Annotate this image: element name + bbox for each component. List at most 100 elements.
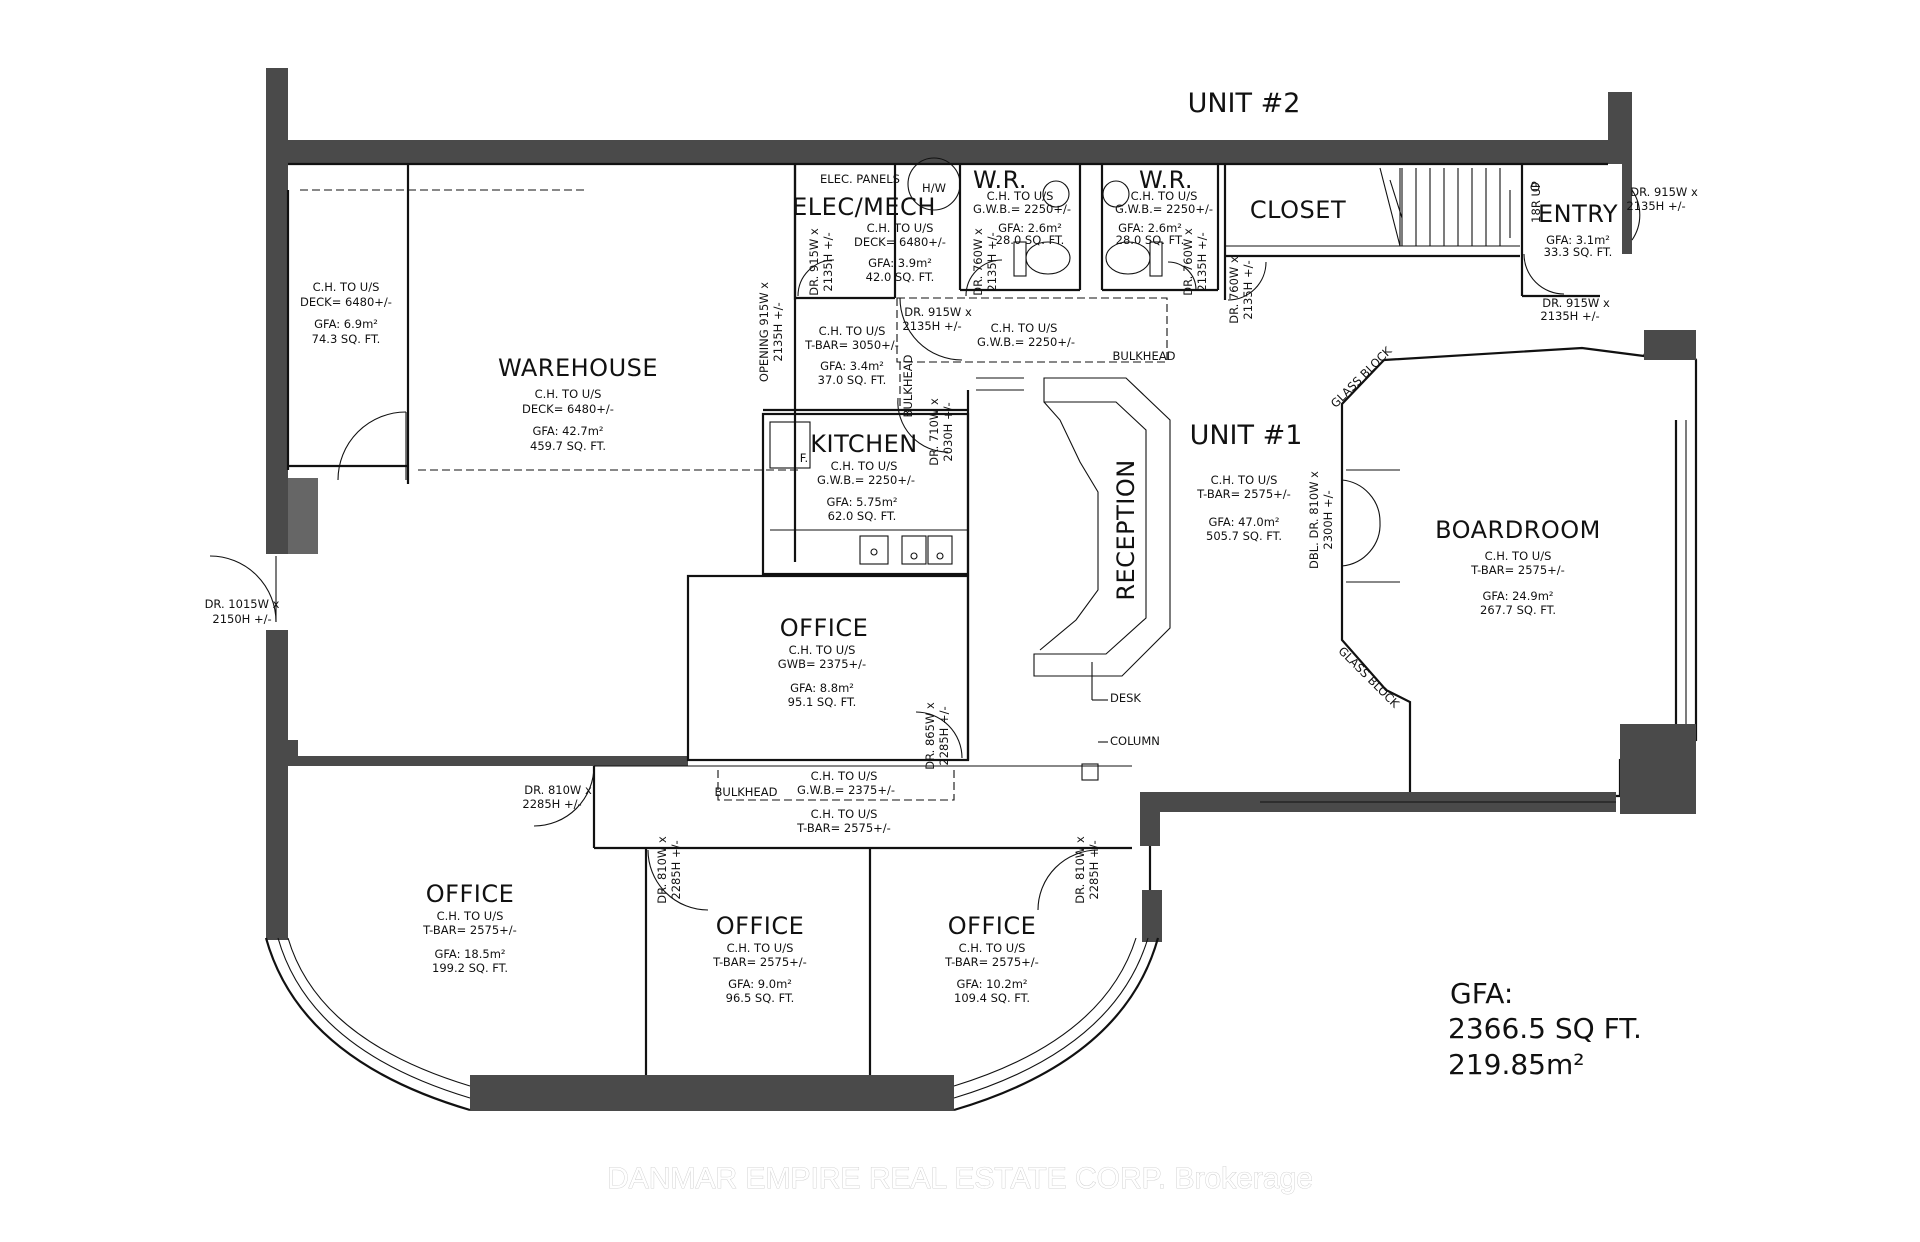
warehouse-gfa-m: GFA: 42.7m² [532, 424, 603, 438]
door-main-h: 2150H +/- [212, 612, 271, 626]
wr2-gfa-ft: 28.0 SQ. FT. [1116, 233, 1185, 247]
office-mid-ch: C.H. TO U/S [789, 643, 856, 657]
unit1-ch: C.H. TO U/S [1211, 473, 1278, 487]
reception-desk: DESK [1110, 691, 1141, 705]
unit1-ceiling: T-BAR= 2575+/- [1196, 487, 1291, 501]
elec-gfa-m: GFA: 3.9m² [868, 256, 932, 270]
reception-name: RECEPTION [1112, 459, 1140, 600]
entry-gfa-ft: 33.3 SQ. FT. [1544, 245, 1613, 259]
warehouse-gfa-ft: 459.7 SQ. FT. [530, 439, 606, 453]
door-office-mid-h: 2285H +/- [937, 706, 951, 765]
office-mid-gfa-m: GFA: 8.8m² [790, 681, 854, 695]
corridor-bulkhead: BULKHEAD [715, 785, 778, 799]
door-office-left-h: 2285H +/- [522, 797, 581, 811]
boardroom-glass2: GLASS BLOCK [1336, 644, 1403, 711]
door-wr2-w: DR. 760W x [1181, 228, 1195, 296]
door-entry-out-h: 2135H +/- [1626, 199, 1685, 213]
office-right-ch: C.H. TO U/S [959, 941, 1026, 955]
kitchen-name: KITCHEN [810, 430, 918, 458]
boardroom-name: BOARDROOM [1435, 516, 1601, 544]
door-entry-in-w: DR. 915W x [1542, 296, 1610, 310]
office-mid-name: OFFICE [780, 614, 869, 642]
door-hall-h: 2135H +/- [902, 319, 961, 333]
door-wr1-h: 2135H +/- [985, 232, 999, 291]
door-hall-w: DR. 915W x [904, 305, 972, 319]
office-left-name: OFFICE [426, 880, 515, 908]
door-wr1-w: DR. 760W x [971, 228, 985, 296]
office-left-ceiling: T-BAR= 2575+/- [422, 923, 517, 937]
hall-upper-ceiling: G.W.B.= 2250+/- [977, 335, 1075, 349]
wr2-ch: C.H. TO U/S [1131, 189, 1198, 203]
door-board-h: 2300H +/- [1321, 490, 1335, 549]
boardroom-glass1: GLASS BLOCK [1328, 344, 1395, 411]
door-kitchen-w: DR. 710W x [927, 398, 941, 466]
door-office-center-w: DR. 810W x [655, 836, 669, 904]
storage-ceiling: DECK= 6480+/- [300, 295, 392, 309]
door-entry-out-w: DR. 915W x [1630, 185, 1698, 199]
office-center-ch: C.H. TO U/S [727, 941, 794, 955]
wr1-ceiling: G.W.B.= 2250+/- [973, 202, 1071, 216]
unit2-label: UNIT #2 [1188, 88, 1301, 119]
storage-gfa-ft: 74.3 SQ. FT. [312, 332, 381, 346]
office-left-gfa-ft: 199.2 SQ. FT. [432, 961, 508, 975]
door-wr2-h: 2135H +/- [1195, 232, 1209, 291]
door-open-w: OPENING 915W x [757, 282, 771, 382]
boardroom-ceiling: T-BAR= 2575+/- [1470, 563, 1565, 577]
door-office-right-w: DR. 810W x [1073, 836, 1087, 904]
corridor-ceiling2: T-BAR= 2575+/- [796, 821, 891, 835]
watermark: DANMAR EMPIRE REAL ESTATE CORP. Brokerag… [607, 1162, 1313, 1195]
door-closet-w: DR. 760W x [1227, 256, 1241, 324]
door-office-left-w: DR. 810W x [524, 783, 592, 797]
wr1-ch: C.H. TO U/S [987, 189, 1054, 203]
warehouse-ch: C.H. TO U/S [535, 387, 602, 401]
office-left-ch: C.H. TO U/S [437, 909, 504, 923]
door-labels: DR. 1015W x 2150H +/- DR. 915W x 2135H +… [205, 185, 1698, 904]
kitchen-gfa-ft: 62.0 SQ. FT. [828, 509, 897, 523]
door-elec-w: DR. 915W x [807, 228, 821, 296]
boardroom-gfa-m: GFA: 24.9m² [1482, 589, 1553, 603]
totals-sqm: 219.85m² [1448, 1048, 1584, 1081]
wr1-gfa-m: GFA: 2.6m² [998, 221, 1062, 235]
corridor-ch1: C.H. TO U/S [811, 769, 878, 783]
kitchen-ch: C.H. TO U/S [831, 459, 898, 473]
unit1-gfa-ft: 505.7 SQ. FT. [1206, 529, 1282, 543]
entry-gfa-m: GFA: 3.1m² [1546, 233, 1610, 247]
door-closet-h: 2135H +/- [1241, 260, 1255, 319]
hall-upper-bulkhead: BULKHEAD [1113, 349, 1176, 363]
door-board-w: DBL. DR. 810W x [1307, 471, 1321, 569]
hall-small-gfa-m: GFA: 3.4m² [820, 359, 884, 373]
elec-panels: ELEC. PANELS [820, 172, 900, 186]
wr1-gfa-ft: 28.0 SQ. FT. [996, 233, 1065, 247]
entry-stair: 18R UP [1529, 181, 1543, 223]
door-swings [209, 189, 1641, 911]
storage-gfa-m: GFA: 6.9m² [314, 317, 378, 331]
elec-ch: C.H. TO U/S [867, 221, 934, 235]
kitchen-gfa-m: GFA: 5.75m² [826, 495, 897, 509]
office-center-gfa-m: GFA: 9.0m² [728, 977, 792, 991]
hall-small-ceiling: T-BAR= 3050+/- [804, 338, 899, 352]
totals-heading: GFA: [1450, 977, 1513, 1010]
unit1-label: UNIT #1 [1190, 420, 1303, 451]
door-entry-in-h: 2135H +/- [1540, 309, 1599, 323]
wr2-name: W.R. [1139, 166, 1193, 194]
warehouse-ceiling: DECK= 6480+/- [522, 402, 614, 416]
door-elec-h: 2135H +/- [821, 232, 835, 291]
office-mid-ceiling: GWB= 2375+/- [778, 657, 866, 671]
door-main-w: DR. 1015W x [205, 597, 280, 611]
walls [266, 68, 1632, 1111]
office-right-gfa-m: GFA: 10.2m² [956, 977, 1027, 991]
corridor-ch2: C.H. TO U/S [811, 807, 878, 821]
closet-name: CLOSET [1250, 196, 1346, 224]
door-office-center-h: 2285H +/- [669, 840, 683, 899]
door-open-h: 2135H +/- [771, 302, 785, 361]
elec-gfa-ft: 42.0 SQ. FT. [866, 270, 935, 284]
hall-upper-ch: C.H. TO U/S [991, 321, 1058, 335]
entry-name: ENTRY [1538, 200, 1618, 228]
wr2-ceiling: G.W.B.= 2250+/- [1115, 202, 1213, 216]
office-center-gfa-ft: 96.5 SQ. FT. [726, 991, 795, 1005]
storage-ch: C.H. TO U/S [313, 280, 380, 294]
boardroom-ch: C.H. TO U/S [1485, 549, 1552, 563]
elec-name: ELEC/MECH [792, 193, 936, 221]
kitchen-fridge: F. [800, 451, 808, 465]
